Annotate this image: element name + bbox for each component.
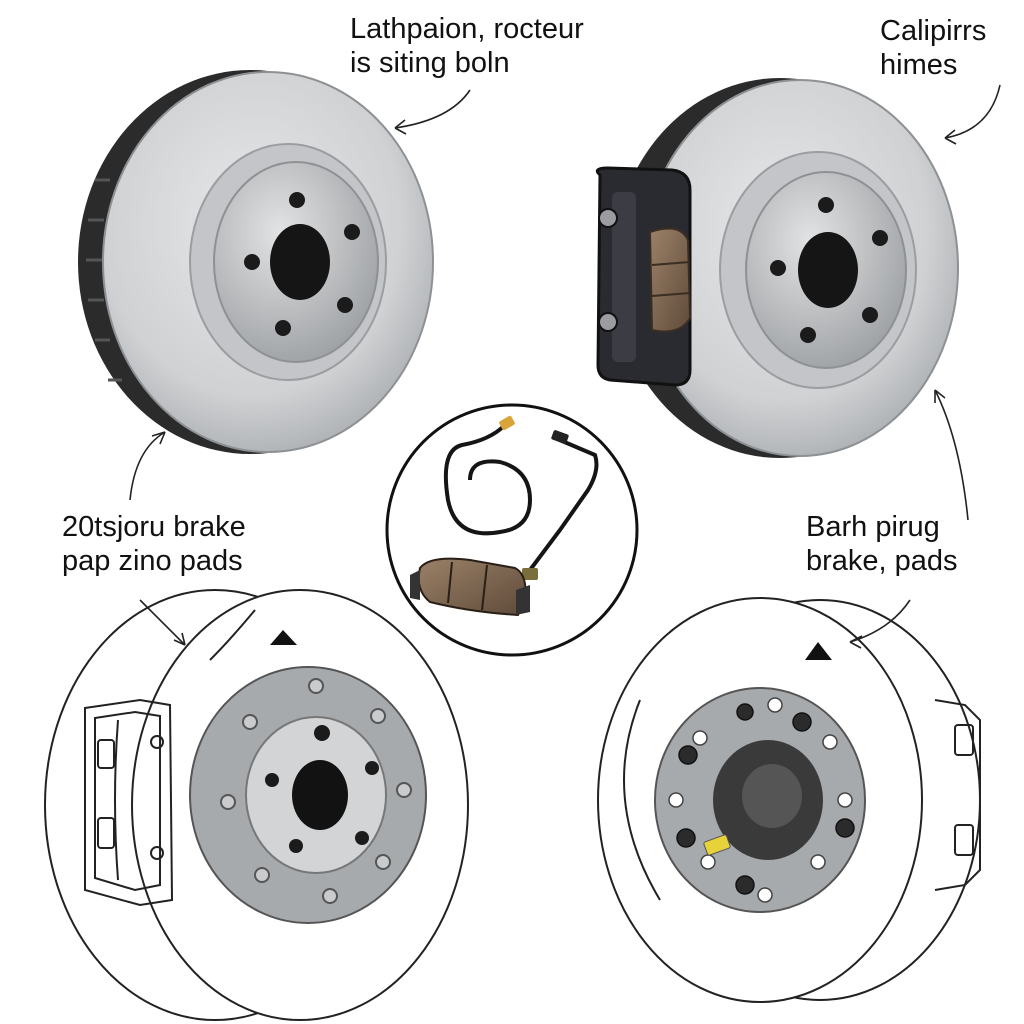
- left-pads-callout-line2: pap zino pads: [62, 545, 243, 577]
- rotor-callout-line1: Lathpaion, rocteur: [350, 13, 584, 45]
- right-pads-callout-label: Barh pirug brake, pads: [806, 510, 958, 578]
- callout-arrows: [129, 84, 1001, 649]
- arrow-left-pads-callout: [129, 431, 166, 501]
- caliper-callout-label: Calipirrs himes: [880, 14, 986, 82]
- rotor-vents: [86, 178, 122, 382]
- rotor-callout-line2: is siting boln: [350, 47, 510, 79]
- rotor-bottom-right: [597, 597, 981, 1003]
- rotor-top-left: [78, 70, 434, 454]
- caliper-callout-line2: himes: [880, 49, 958, 81]
- rotor-top-right: [612, 78, 959, 458]
- pad-wear-sensor-icon: [385, 403, 639, 657]
- arrow-left-pads-bottom: [139, 599, 186, 646]
- arrow-rotor-callout: [394, 89, 471, 129]
- caliper-outline-right: [934, 699, 981, 891]
- arrow-caliper-lower: [934, 389, 969, 521]
- arrow-right-pads-bottom: [849, 599, 911, 643]
- right-pads-callout-line2: brake, pads: [806, 545, 958, 577]
- arrow-caliper-callout: [944, 84, 1001, 139]
- left-pads-callout-line1: 20tsjoru brake: [62, 511, 246, 543]
- caliper-outline: [84, 698, 174, 907]
- brake-caliper-icon: [595, 166, 692, 387]
- rotor-bottom-left: [44, 589, 469, 1021]
- left-pads-callout-label: 20tsjoru brake pap zino pads: [62, 510, 246, 578]
- caliper-callout-line1: Calipirrs: [880, 15, 987, 47]
- right-pads-callout-line1: Barh pirug: [806, 511, 940, 543]
- rotor-callout-label: Lathpaion, rocteur is siting boln: [350, 12, 584, 80]
